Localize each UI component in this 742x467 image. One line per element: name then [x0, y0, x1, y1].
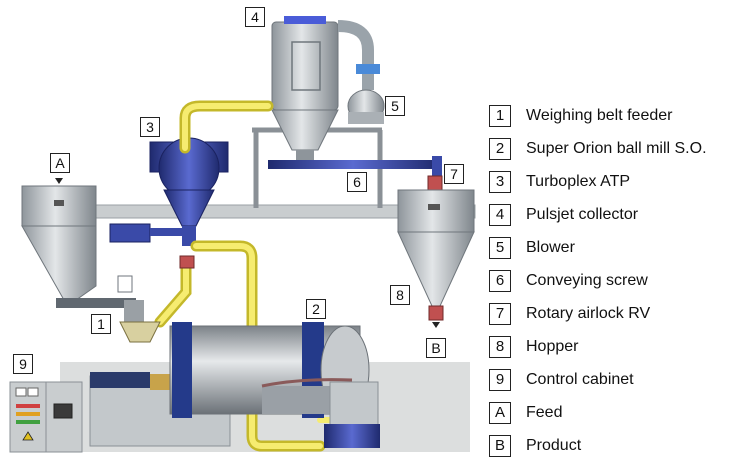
legend-item: B Product: [484, 434, 740, 460]
legend-item: 8 Hopper: [484, 335, 740, 361]
legend-label: Product: [526, 437, 582, 454]
legend-key: 2: [489, 138, 511, 160]
callout-7: 7: [444, 164, 464, 184]
legend-key: 5: [489, 237, 511, 259]
legend-label: Hopper: [526, 338, 579, 355]
callout-1: 1: [91, 314, 111, 334]
legend-key: 1: [489, 105, 511, 127]
classifier-airlock: [179, 255, 195, 269]
blower: [337, 20, 385, 124]
warning-icon: [22, 431, 34, 441]
legend-label: Feed: [526, 404, 563, 421]
callout-9: 9: [13, 354, 33, 374]
legend-item: 5 Blower: [484, 236, 740, 262]
legend-label: Pulsjet collector: [526, 206, 639, 223]
callout-6: 6: [347, 172, 367, 192]
callout-B: B: [426, 338, 446, 358]
legend-key: B: [489, 435, 511, 457]
callout-4: 4: [245, 7, 265, 27]
callout-2: 2: [306, 299, 326, 319]
legend-item: 9 Control cabinet: [484, 368, 740, 394]
legend-label: Turboplex ATP: [526, 173, 631, 190]
legend-label: Conveying screw: [526, 272, 648, 289]
legend-item: 1 Weighing belt feeder: [484, 104, 740, 130]
weighing-belt-feeder: [56, 275, 161, 343]
conveying-screw: [268, 156, 442, 176]
callout-5: 5: [385, 96, 405, 116]
product-arrow-icon: [432, 322, 440, 328]
rotary-airlock: [427, 175, 443, 191]
legend-key: 6: [489, 270, 511, 292]
legend-label: Super Orion ball mill S.O.: [526, 140, 707, 157]
legend-label: Control cabinet: [526, 371, 634, 388]
legend-item: 4 Pulsjet collector: [484, 203, 740, 229]
control-cabinet: [9, 381, 83, 453]
callout-8: 8: [390, 285, 410, 305]
legend-key: A: [489, 402, 511, 424]
legend-key: 3: [489, 171, 511, 193]
callout-3: 3: [140, 117, 160, 137]
legend-key: 8: [489, 336, 511, 358]
legend-label: Weighing belt feeder: [526, 107, 673, 124]
product-hopper: [397, 189, 475, 328]
pulsjet-collector: [271, 16, 339, 162]
ball-mill: [89, 322, 380, 448]
legend-item: A Feed: [484, 401, 740, 427]
legend-item: 3 Turboplex ATP: [484, 170, 740, 196]
legend-item: 7 Rotary airlock RV: [484, 302, 740, 328]
legend-key: 7: [489, 303, 511, 325]
legend-item: 6 Conveying screw: [484, 269, 740, 295]
feed-hopper: [21, 178, 97, 301]
turboplex-classifier: [109, 137, 229, 246]
feed-arrow-icon: [55, 178, 63, 184]
legend-key: 4: [489, 204, 511, 226]
legend-key: 9: [489, 369, 511, 391]
callout-A: A: [50, 153, 70, 173]
legend-label: Blower: [526, 239, 575, 256]
legend-label: Rotary airlock RV: [526, 305, 651, 322]
legend-item: 2 Super Orion ball mill S.O.: [484, 137, 740, 163]
